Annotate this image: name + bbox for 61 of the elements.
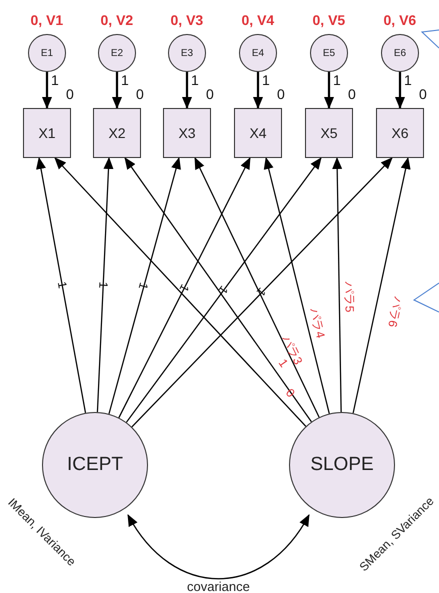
variable-box: X4 <box>234 108 282 158</box>
parameter-label: 0, V5 <box>312 13 346 27</box>
edge-label: 1 <box>51 73 59 87</box>
arrow <box>194 157 320 418</box>
arrow <box>395 72 405 109</box>
edge-label: 1 <box>121 73 129 87</box>
latent-circle: ICEPT <box>42 412 148 518</box>
arrow <box>182 72 192 109</box>
intercept-label: 0 <box>419 87 427 101</box>
intercept-label: 0 <box>136 87 144 101</box>
edge-label: 1 <box>191 73 199 87</box>
edge-label: パラ5 <box>342 282 356 312</box>
edge-label: covariance <box>187 580 250 592</box>
parameter-label: 0, V6 <box>384 13 416 27</box>
variable-box: X2 <box>93 108 141 158</box>
edge-label: 1 <box>276 356 290 370</box>
arrow <box>332 157 342 412</box>
error-circle: E5 <box>310 34 348 72</box>
arrow <box>352 157 411 414</box>
edge-label: 1 <box>333 73 341 87</box>
error-circle: E4 <box>239 34 277 72</box>
variable-box: X3 <box>163 108 211 158</box>
edge-label: 1 <box>262 73 270 87</box>
arrow <box>131 157 393 428</box>
parameter-label: 0, V2 <box>100 13 134 27</box>
intercept-label: 0 <box>277 87 285 101</box>
variable-box: X1 <box>23 108 71 158</box>
arrow <box>264 157 330 414</box>
intercept-label: 0 <box>66 87 74 101</box>
intercept-label: 0 <box>206 87 214 101</box>
arrow <box>42 72 52 109</box>
parameter-label: 0, V1 <box>30 13 64 27</box>
arrow <box>118 157 251 418</box>
error-circle: E6 <box>381 34 419 72</box>
arrow <box>324 72 334 109</box>
error-circle: E3 <box>168 34 206 72</box>
edge-label: 1 <box>96 281 110 289</box>
edge-label: 1 <box>177 282 192 294</box>
arrow <box>253 72 263 109</box>
arrow <box>108 157 181 414</box>
variable-box: X6 <box>376 108 424 158</box>
edge-label: 1 <box>255 286 268 300</box>
edge-label: パラ4 <box>307 306 326 340</box>
arrow <box>54 157 306 427</box>
intercept-label: 0 <box>348 87 356 101</box>
covariance-arrow <box>127 514 310 580</box>
latent-circle: SLOPE <box>289 412 395 518</box>
variable-box: X5 <box>305 108 353 158</box>
parameter-label: 0, V3 <box>170 13 204 27</box>
error-circle: E2 <box>98 34 136 72</box>
edge-label: 0 <box>283 386 296 400</box>
edge-label: 1 <box>216 284 230 296</box>
arrow <box>96 157 114 412</box>
edge-label: 1 <box>137 281 150 291</box>
error-circle: E1 <box>28 34 66 72</box>
edge-label: 1 <box>404 73 412 87</box>
arrow <box>112 72 122 109</box>
arrow <box>36 157 86 413</box>
parameter-label: 0, V4 <box>242 13 274 27</box>
edge-label: 1 <box>56 281 69 290</box>
edge-label: パラ6 <box>386 296 404 328</box>
